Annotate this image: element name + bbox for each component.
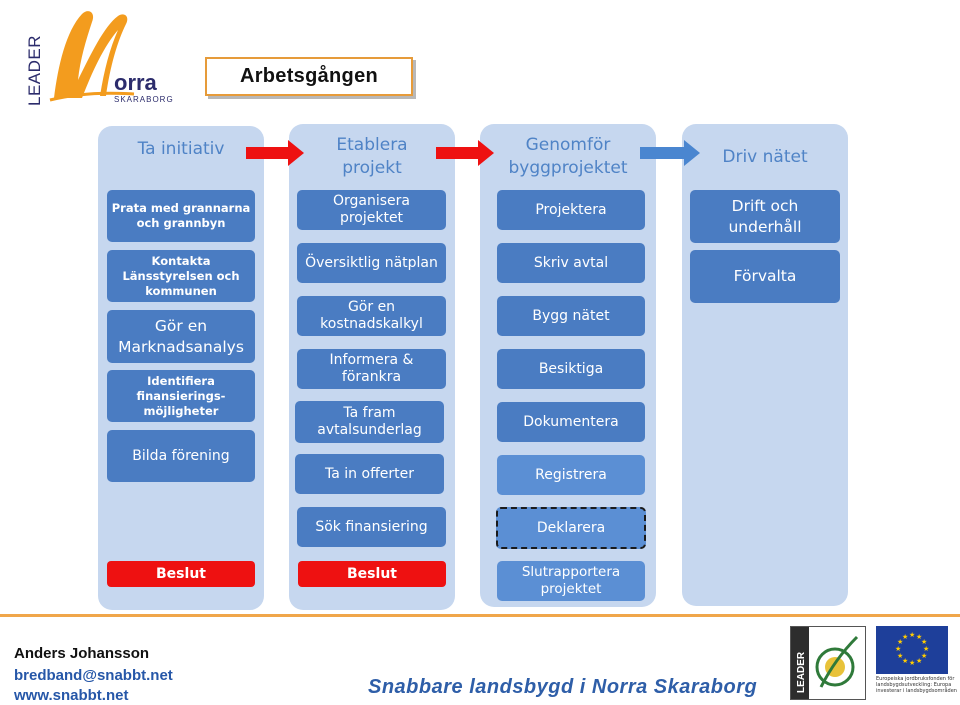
norra-logo-graphic: orra SKARABORG LEADER [25, 11, 174, 106]
logo-sub-text: SKARABORG [114, 95, 174, 104]
column-heading: Etablera projekt [336, 135, 408, 178]
step-register: Registrera [497, 455, 645, 495]
page-title: Arbetsgången [205, 57, 413, 96]
eu-fund-text: Europeiska jordbruksfonden för landsbygd… [876, 676, 957, 694]
step-cost-estimate: Gör en kostnadskalkyl [297, 296, 446, 336]
svg-text:orra: orra [114, 70, 158, 95]
eu-flag-logo: ★ ★ ★ ★ ★ ★ ★ ★ ★ ★ ★ ★ [876, 626, 948, 674]
step-inspect: Besiktiga [497, 349, 645, 389]
step-organize-project: Organisera projektet [297, 190, 446, 230]
step-form-association: Bilda förening [107, 430, 255, 482]
step-market-analysis: Gör en Marknadsanalys [107, 310, 255, 363]
step-contact-authorities: Kontakta Länsstyrelsen och kommunen [107, 250, 255, 302]
step-operation-maintenance: Drift och underhåll [690, 190, 840, 243]
svg-text:★: ★ [923, 645, 929, 653]
leader-badge-logo: LEADER [790, 626, 866, 700]
step-sign-agreement: Skriv avtal [497, 243, 645, 283]
step-document: Dokumentera [497, 402, 645, 442]
step-design: Projektera [497, 190, 645, 230]
step-collect-offers: Ta in offerter [295, 454, 444, 494]
step-inform-anchor: Informera & förankra [297, 349, 446, 389]
step-talk-to-neighbors: Prata med grannarna och grannbyn [107, 190, 255, 242]
arrow-right-icon [640, 140, 700, 166]
step-final-report: Slutrapportera projektet [497, 561, 645, 601]
svg-text:★: ★ [902, 633, 908, 641]
svg-text:★: ★ [921, 652, 927, 660]
column-heading: Driv nätet [722, 147, 808, 167]
svg-text:★: ★ [921, 638, 927, 646]
svg-text:★: ★ [897, 638, 903, 646]
column-heading: Ta initiativ [137, 139, 225, 159]
leader-norra-logo: orra SKARABORG LEADER [14, 6, 184, 106]
decision-badge: Beslut [298, 561, 446, 587]
step-agreement-basis: Ta fram avtalsunderlag [295, 401, 444, 443]
svg-text:★: ★ [909, 631, 915, 639]
eu-flag-icon: ★ ★ ★ ★ ★ ★ ★ ★ ★ ★ ★ ★ [895, 631, 929, 667]
email-link[interactable]: bredband@snabbt.net [14, 667, 173, 684]
decision-badge: Beslut [107, 561, 255, 587]
svg-text:★: ★ [895, 645, 901, 653]
svg-text:★: ★ [916, 633, 922, 641]
leader-badge-icon: LEADER [791, 627, 859, 699]
arrow-right-icon [246, 140, 304, 166]
author-name: Anders Johansson [14, 645, 150, 662]
svg-text:★: ★ [916, 657, 922, 665]
column-heading: Genomför byggprojektet [508, 135, 628, 178]
step-manage: Förvalta [690, 250, 840, 303]
step-declare: Deklarera [496, 507, 646, 549]
svg-text:★: ★ [897, 652, 903, 660]
step-build-network: Bygg nätet [497, 296, 645, 336]
svg-text:LEADER: LEADER [25, 35, 44, 106]
svg-text:LEADER: LEADER [796, 651, 807, 693]
footer-divider [0, 614, 960, 617]
svg-text:★: ★ [902, 657, 908, 665]
slogan: Snabbare landsbygd i Norra Skaraborg [368, 676, 758, 698]
arrow-right-icon [436, 140, 494, 166]
website-link[interactable]: www.snabbt.net [14, 687, 129, 704]
svg-text:★: ★ [909, 659, 915, 667]
step-identify-financing: Identifiera finansierings-möjligheter [107, 370, 255, 422]
step-network-plan: Översiktlig nätplan [297, 243, 446, 283]
step-apply-funding: Sök finansiering [297, 507, 446, 547]
